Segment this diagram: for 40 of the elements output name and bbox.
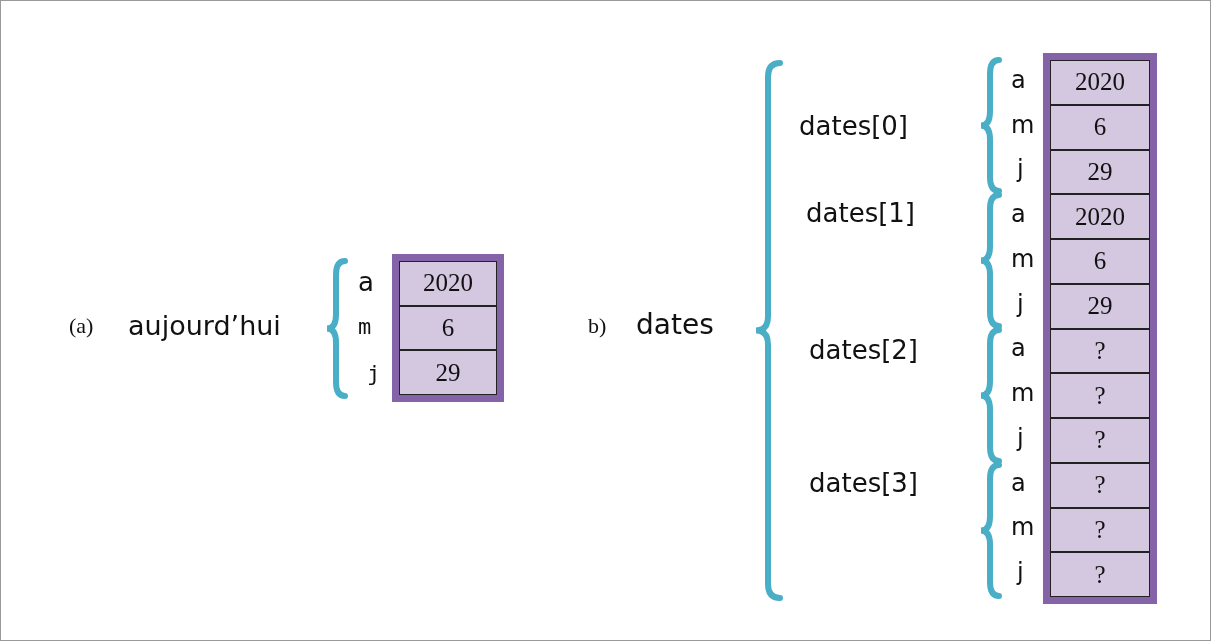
value-cell: ?	[1050, 507, 1150, 553]
value-cell: ?	[1050, 462, 1150, 508]
value-cell: 2020	[399, 261, 497, 306]
value-cell: 29	[1050, 149, 1150, 195]
value-cell: 6	[399, 305, 497, 351]
struct-frame	[392, 254, 504, 402]
field-name: m	[1011, 246, 1035, 271]
value-cell: ?	[1050, 373, 1150, 418]
variable-name: aujourd’hui	[128, 311, 281, 339]
field-name: j	[1017, 560, 1024, 585]
field-name: j	[1017, 291, 1024, 316]
element-name: dates[1]	[806, 200, 915, 227]
value-cell: 6	[1050, 104, 1150, 150]
value-cell: 2020	[1050, 60, 1150, 105]
variable-name: dates	[636, 311, 714, 340]
element-name: dates[3]	[809, 470, 918, 497]
part-label: (a)	[69, 314, 94, 337]
field-name: j	[1017, 425, 1024, 450]
field-name: a	[358, 269, 374, 296]
value-cell: 29	[1050, 283, 1150, 329]
value-cell: ?	[1050, 552, 1150, 597]
field-name: a	[1011, 67, 1026, 92]
field-name: a	[1011, 470, 1026, 495]
field-name: m	[1011, 112, 1035, 137]
field-name: a	[1011, 336, 1026, 361]
field-name: j	[367, 362, 381, 385]
struct-frame	[1043, 53, 1157, 604]
field-name: j	[1017, 157, 1024, 182]
field-name: m	[358, 315, 372, 338]
value-cell: ?	[1050, 328, 1150, 374]
element-name: dates[0]	[799, 113, 908, 140]
field-name: m	[1011, 515, 1035, 540]
value-cell: 6	[1050, 239, 1150, 284]
value-cell: 2020	[1050, 194, 1150, 239]
part-label: b)	[588, 314, 607, 337]
field-name: m	[1011, 381, 1035, 406]
value-cell: ?	[1050, 418, 1150, 463]
value-cell: 29	[399, 350, 497, 395]
field-name: a	[1011, 202, 1026, 227]
element-name: dates[2]	[809, 337, 918, 364]
